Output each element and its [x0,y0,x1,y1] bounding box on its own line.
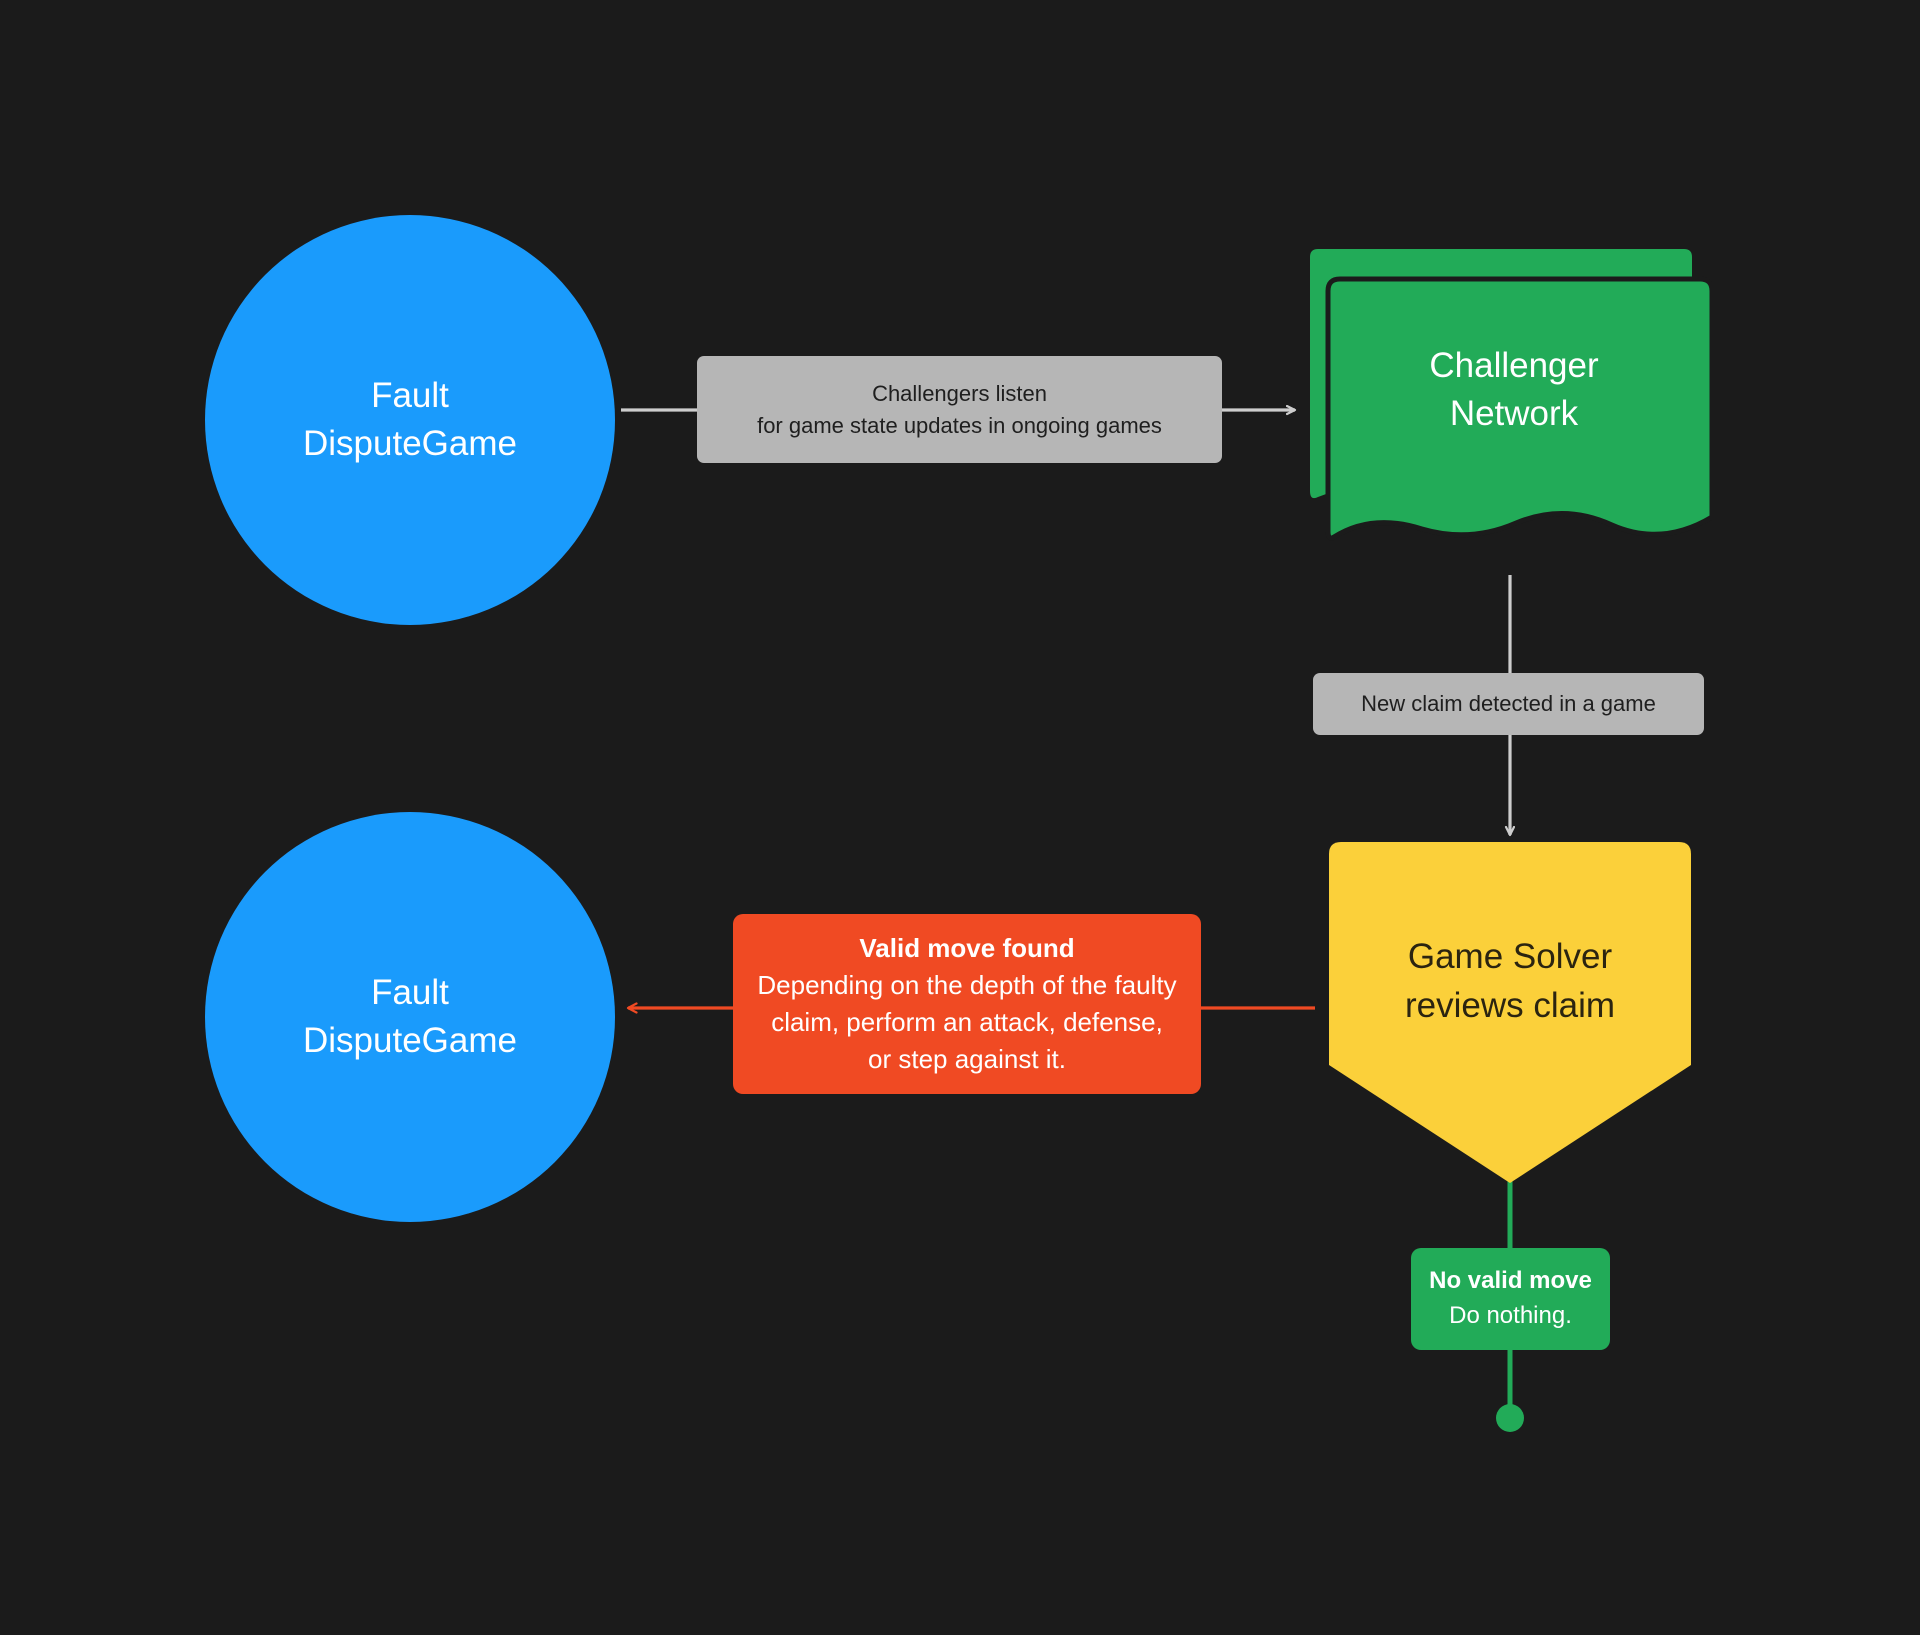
node-fault-dispute-game-bottom[interactable]: Fault DisputeGame [205,812,615,1222]
node-label: Game Solver reviews claim [1405,932,1615,1094]
shield-shape [1329,842,1691,1183]
edge-label-line-1: New claim detected in a game [1361,691,1656,717]
edge-label-heading: No valid move [1429,1267,1592,1295]
node-label-line-1: Fault [371,375,449,415]
edge-label-challengers-listen: Challengers listen for game state update… [697,356,1222,463]
node-challenger-network[interactable]: Challenger Network [1302,245,1712,565]
edge-label-new-claim: New claim detected in a game [1313,673,1704,735]
edge-label-line-1: Depending on the depth of the faulty [757,970,1177,1001]
node-label: Challenger Network [1415,342,1598,469]
document-front-sheet [1325,276,1712,541]
node-label-line-1: Fault [371,972,449,1012]
node-game-solver[interactable]: Game Solver reviews claim [1315,840,1705,1185]
edge-label-line-1: Challengers listen [872,381,1047,407]
node-label-line-1: Game Solver [1407,936,1613,976]
node-label-line-1: Challenger [1429,345,1599,385]
edge-label-no-valid-move: No valid move Do nothing. [1411,1248,1610,1350]
edge-label-line-1: Do nothing. [1449,1302,1572,1329]
node-label-line-2: DisputeGame [303,424,517,463]
edge-label-line-2: for game state updates in ongoing games [757,412,1162,438]
node-label-line-2: reviews claim [1404,985,1616,1025]
edge-label-heading: Valid move found [859,933,1075,964]
node-label-line-2: DisputeGame [303,1021,517,1060]
node-label-line-2: Network [1449,394,1579,433]
node-fault-dispute-game-top[interactable]: Fault DisputeGame [205,215,615,625]
edge-label-valid-move-found: Valid move found Depending on the depth … [733,914,1201,1094]
terminator-dot [1496,1404,1524,1432]
edge-label-line-2: claim, perform an attack, defense, [771,1007,1163,1037]
edge-label-line-3: or step against it. [868,1043,1066,1074]
